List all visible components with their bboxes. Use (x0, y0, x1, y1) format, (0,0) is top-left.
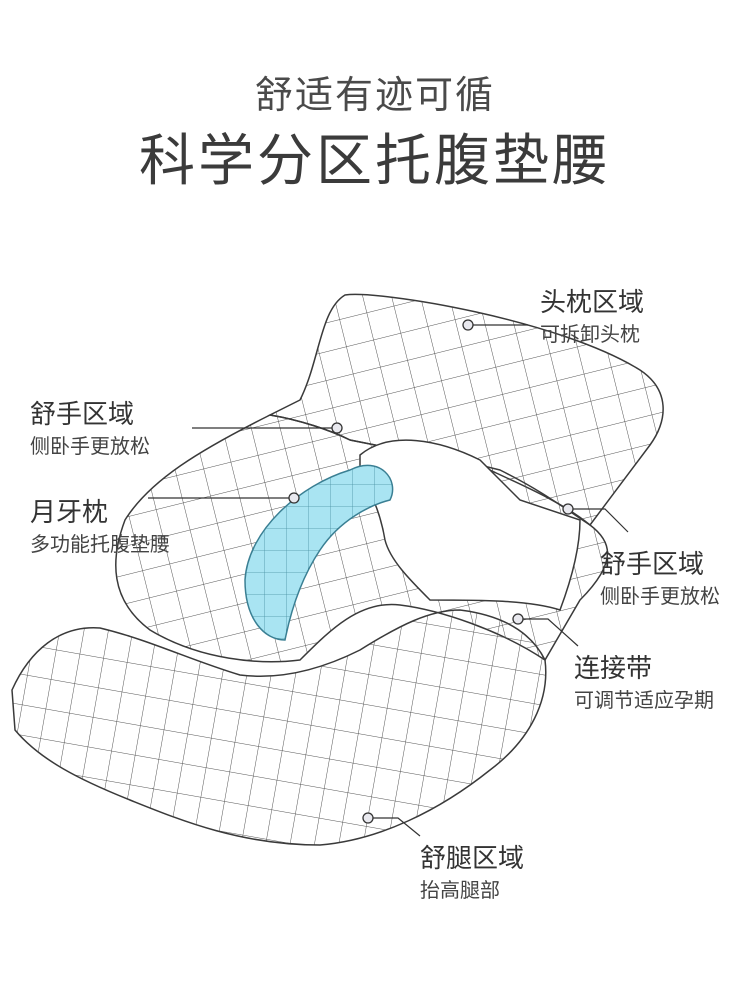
subtitle: 舒适有迹可循 (254, 73, 495, 117)
head-marker (462, 319, 474, 331)
hand-right-name: 舒手区域 (600, 550, 705, 580)
leg-section (11, 609, 547, 846)
head-zone-name: 头枕区域 (540, 288, 645, 318)
moon-pillow-label: 月牙枕 多功能托腹垫腰 (30, 496, 170, 558)
hand-left-desc: 侧卧手更放松 (30, 434, 150, 458)
strap-desc: 可调节适应孕期 (574, 688, 714, 712)
hand-left-label: 舒手区域 侧卧手更放松 (30, 398, 150, 460)
leader-lines (148, 324, 629, 837)
leg-zone-label: 舒腿区域 抬高腿部 (420, 842, 524, 904)
head-zone-desc: 可拆卸头枕 (540, 322, 640, 346)
hand-right-label: 舒手区域 侧卧手更放松 (600, 548, 720, 610)
leg-zone-name: 舒腿区域 (420, 844, 525, 874)
head-zone-label: 头枕区域 可拆卸头枕 (540, 286, 644, 348)
strap-label: 连接带 可调节适应孕期 (574, 652, 714, 714)
hand-left-name: 舒手区域 (30, 400, 135, 430)
moon-marker (288, 492, 300, 504)
moon-pillow-desc: 多功能托腹垫腰 (30, 532, 170, 556)
moon-pillow-name: 月牙枕 (30, 498, 109, 528)
hand-left-marker (331, 422, 343, 434)
strap-name: 连接带 (574, 654, 653, 684)
strap-marker (512, 613, 524, 625)
leg-marker (362, 812, 374, 824)
connector-area (359, 439, 581, 611)
leg-zone-desc: 抬高腿部 (420, 878, 500, 902)
hand-right-desc: 侧卧手更放松 (600, 584, 720, 608)
page-title: 科学分区托腹垫腰 (139, 129, 611, 194)
hand-right-marker (562, 503, 574, 515)
